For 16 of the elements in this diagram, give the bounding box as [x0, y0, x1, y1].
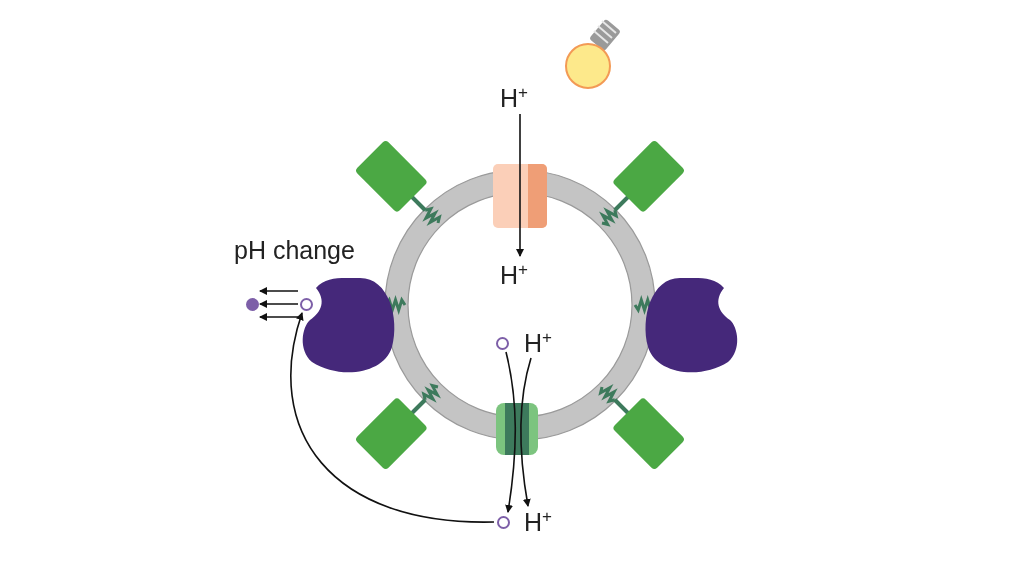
ion-label: H$^{+}$ [500, 261, 528, 289]
annotation-text: pH change [234, 236, 355, 264]
arrow [259, 300, 299, 308]
arrow [520, 357, 532, 507]
substrate-circle [496, 515, 510, 529]
substrate-circle [299, 297, 313, 311]
product-dot [245, 297, 259, 311]
ion-label: H$^{+}$ [500, 84, 528, 112]
arrow [290, 312, 495, 523]
arrow [259, 313, 299, 321]
arrow [259, 287, 299, 295]
substrate-circle [495, 336, 509, 350]
arrow [516, 113, 524, 257]
ion-label: H$^{+}$ [524, 329, 552, 357]
arrow [505, 351, 517, 513]
ion-label: H$^{+}$ [524, 508, 552, 536]
